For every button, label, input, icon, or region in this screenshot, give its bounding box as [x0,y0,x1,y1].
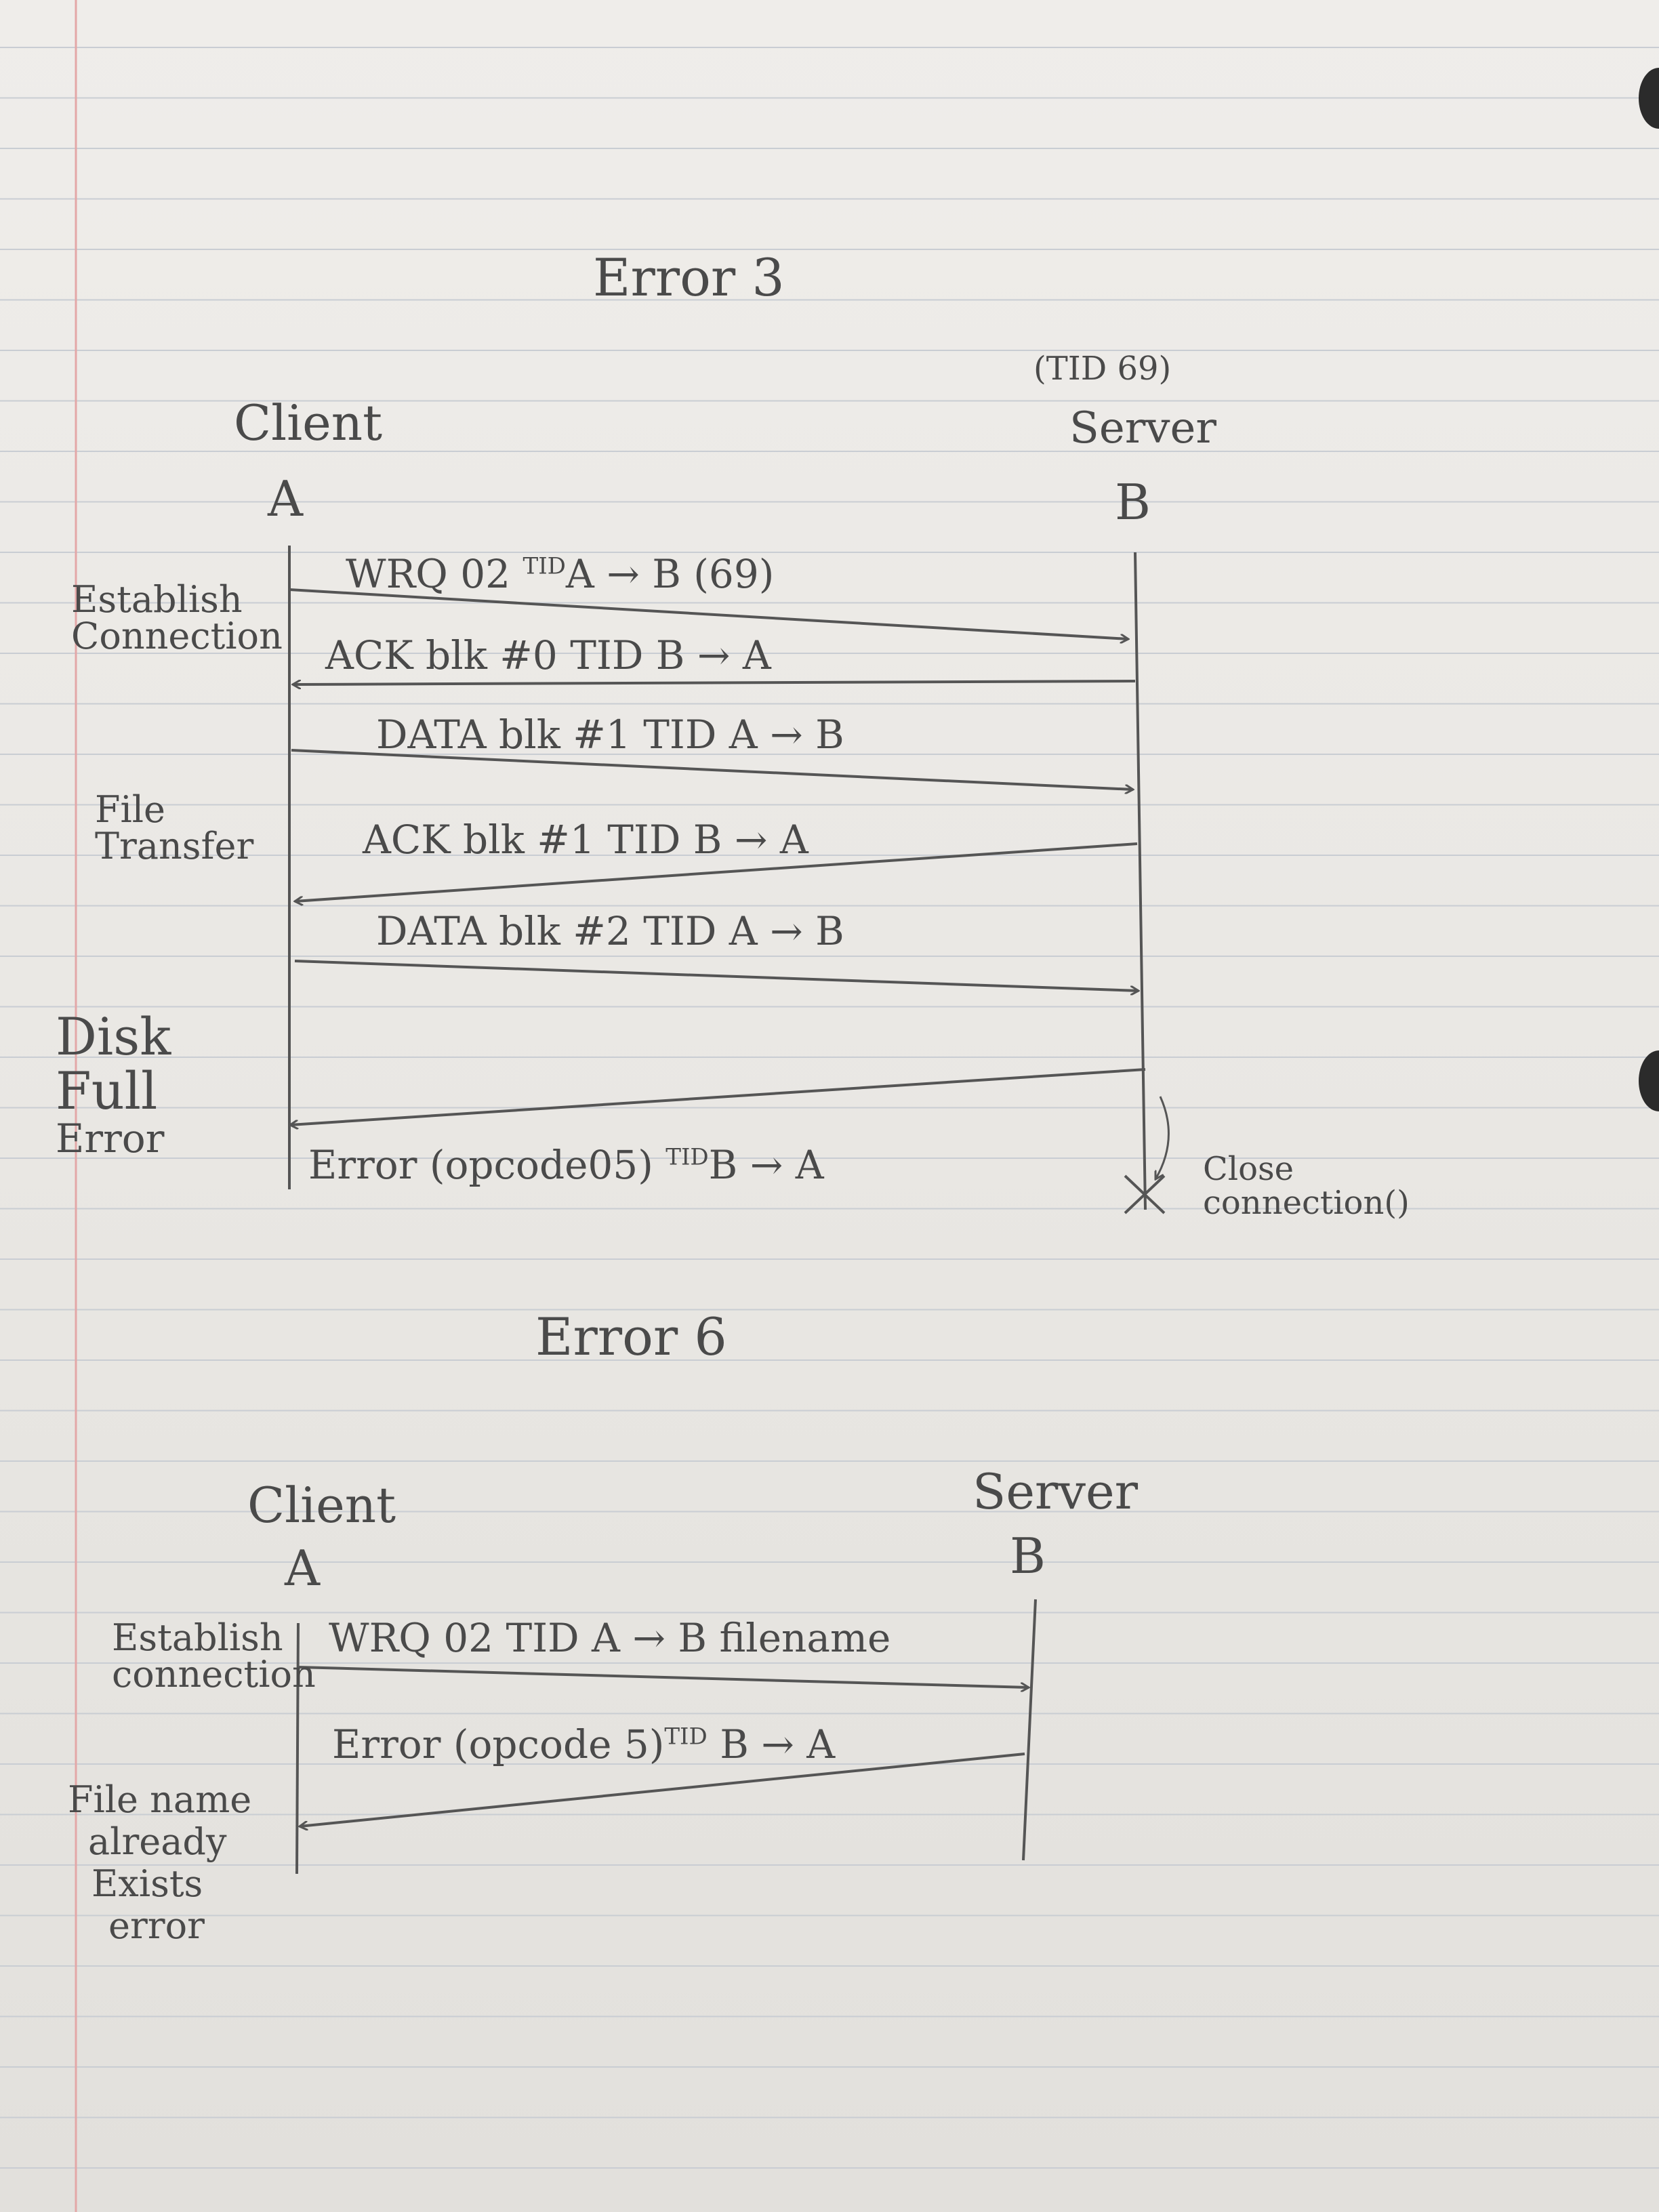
server-label: Server [972,1463,1139,1520]
diagram-title: Error 6 [535,1307,727,1367]
phase-label-error: Disk Full Error [56,1006,171,1162]
message-label: Error (opcode 5)TID B → A [332,1721,836,1767]
server-lifeline [1022,1599,1037,1861]
diagram-title: Error 3 [593,247,785,308]
phase-label-establish: Establish connection [112,1616,316,1696]
message-arrow [289,588,1128,639]
server-lifeline [1134,552,1147,1210]
message-arrow [290,1068,1146,1125]
message-arrow [291,749,1133,790]
server-id: B [1010,1528,1046,1584]
close-connection-arrow [1155,1096,1170,1179]
server-id: B [1115,474,1151,531]
message-arrow [300,1753,1025,1826]
message-label: ACK blk #0 TID B → A [325,632,771,678]
phase-label-error: File name already Exists error [68,1778,252,1948]
message-label: DATA blk #2 TID A → B [376,908,844,954]
client-id: A [268,470,303,527]
message-label: ACK blk #1 TID B → A [363,817,808,863]
phase-label-transfer: File Transfer [95,788,254,867]
client-lifeline [295,1622,300,1875]
message-label: Error (opcode05) TIDB → A [308,1142,824,1188]
close-cross-icon [1124,1174,1166,1214]
client-label: Client [234,394,383,451]
message-label: DATA blk #1 TID A → B [376,712,844,758]
client-label: Client [247,1477,396,1534]
message-arrow [298,1666,1029,1687]
close-connection-note: Close connection() [1203,1150,1410,1223]
message-arrow [295,842,1138,901]
message-arrow [294,960,1139,991]
message-arrow [293,681,1136,684]
server-label: Server [1069,403,1216,453]
phase-label-establish: Establish Connection [71,578,283,657]
message-label: WRQ 02 TID A → B filename [329,1615,891,1661]
message-label: WRQ 02 TIDA → B (69) [346,551,775,597]
server-tid: (TID 69) [1033,350,1172,388]
client-id: A [285,1540,320,1597]
